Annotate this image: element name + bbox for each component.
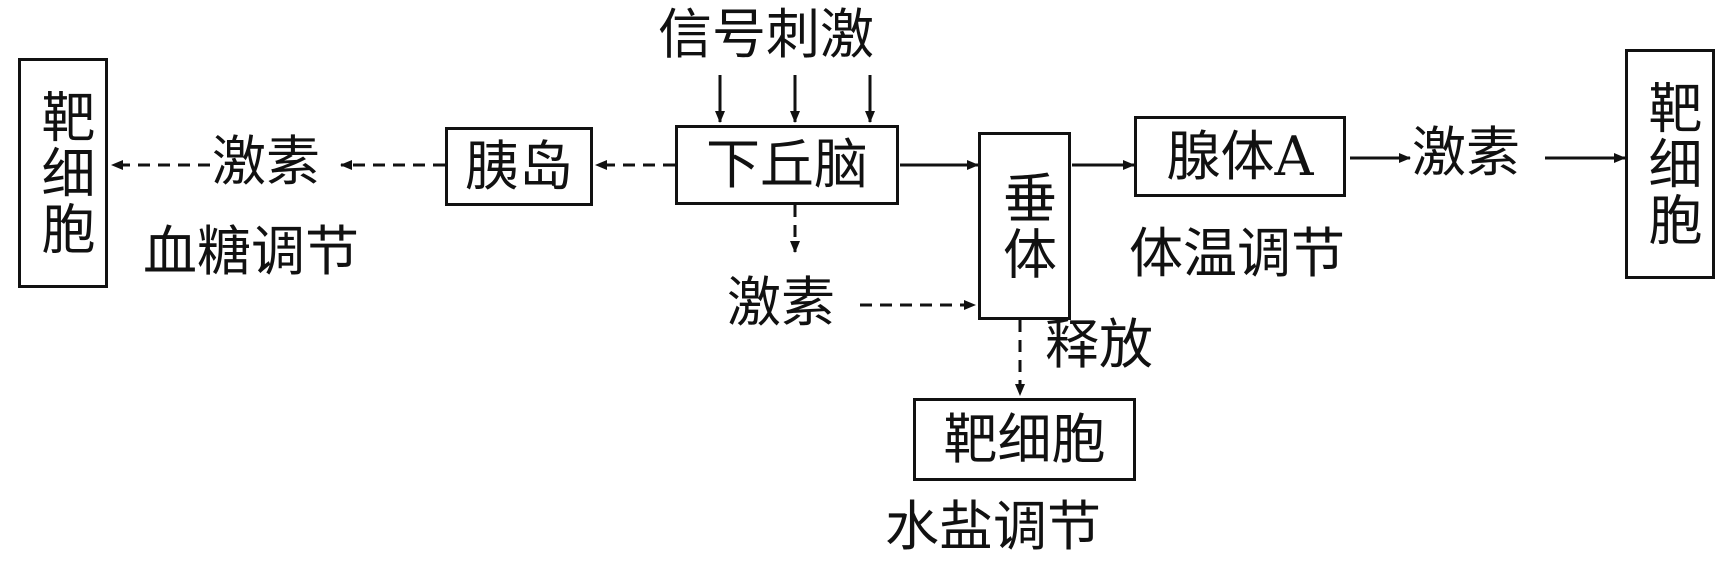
signal-stimulus-label: 信号刺激	[658, 3, 874, 66]
target-cell-bottom-node: 靶细胞	[913, 398, 1136, 481]
water-salt-regulation-label: 水盐调节	[885, 495, 1101, 558]
hormone-left-label: 激素	[212, 130, 320, 193]
hormone-middle-label: 激素	[727, 271, 835, 334]
temperature-regulation-label: 体温调节	[1129, 222, 1345, 285]
hypothalamus-node: 下丘脑	[675, 125, 899, 205]
pancreas-node: 胰岛	[445, 127, 593, 206]
target-cell-right-node: 靶细胞	[1625, 49, 1715, 279]
blood-sugar-regulation-label: 血糖调节	[143, 220, 359, 283]
hormone-right-label: 激素	[1412, 121, 1520, 184]
gland-a-node: 腺体A	[1134, 116, 1346, 197]
target-cell-left-node: 靶细胞	[18, 58, 108, 288]
release-label: 释放	[1045, 313, 1153, 376]
pituitary-node: 垂体	[978, 132, 1071, 320]
